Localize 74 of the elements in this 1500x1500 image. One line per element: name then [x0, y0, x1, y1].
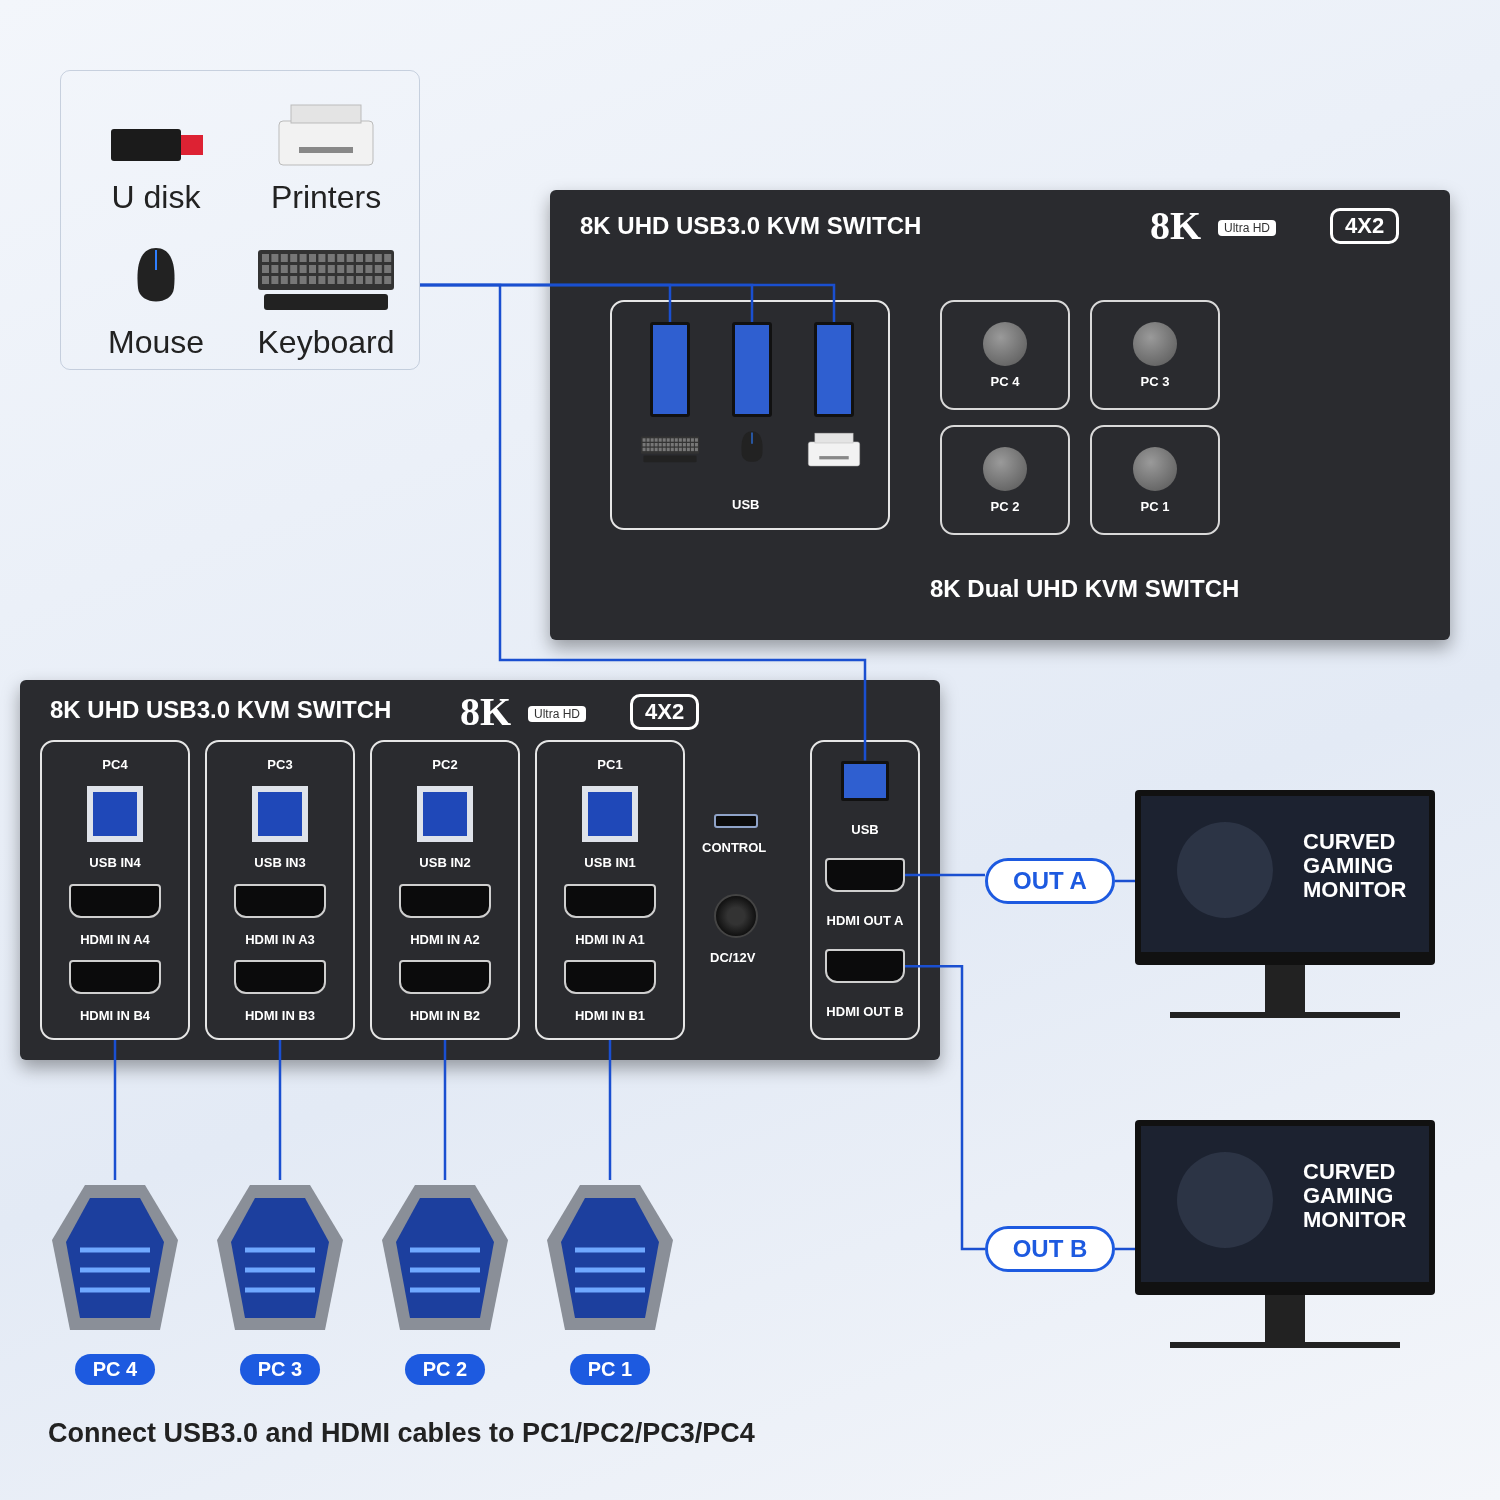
port-label: USB IN4: [89, 855, 141, 871]
hdmi-port: [825, 949, 905, 984]
usb-port: [841, 760, 889, 801]
usb-port: [732, 322, 772, 417]
port-label: USB: [851, 821, 879, 837]
device-label: U disk: [111, 179, 201, 216]
pc-label-badge: PC 2: [404, 1354, 486, 1385]
port-label: HDMI IN B2: [409, 1008, 481, 1024]
port-label: USB IN2: [419, 855, 471, 871]
product-title: 8K Dual UHD KVM SWITCH: [930, 575, 1240, 603]
device-label: Keyboard: [257, 324, 395, 361]
resolution-mark: 8K: [460, 688, 512, 735]
hdmi-port: [825, 857, 905, 892]
product-title: 8K UHD USB3.0 KVM SWITCH: [580, 212, 922, 240]
port-label: HDMI OUT B: [826, 1004, 904, 1020]
pc-label-badge: PC 3: [239, 1354, 321, 1385]
pc-label-badge: PC 4: [74, 1354, 156, 1385]
resolution-tag: Ultra HD: [528, 706, 586, 722]
switch-housing: [550, 190, 1450, 640]
cable-line: [905, 964, 985, 1251]
output-badge: OUT B: [985, 1226, 1115, 1272]
port-label: PC3: [267, 756, 293, 772]
port-label: HDMI IN A3: [245, 931, 315, 947]
pc-label-badge: PC 1: [569, 1354, 651, 1385]
port-label: HDMI IN B3: [244, 1008, 316, 1024]
model-badge: 4X2: [1330, 208, 1400, 244]
caption: Connect USB3.0 and HDMI cables to PC1/PC2/PC3/PC4: [48, 1418, 755, 1449]
port-label: HDMI OUT A: [826, 913, 904, 929]
port-label: HDMI IN A1: [575, 931, 645, 947]
port-label: PC1: [597, 756, 623, 772]
model-badge: 4X2: [630, 694, 700, 730]
port-group-panel: [535, 740, 685, 1040]
resolution-mark: 8K: [1150, 202, 1202, 249]
port-label: HDMI IN B1: [574, 1008, 646, 1024]
button-frame: [940, 425, 1070, 535]
button-label: PC 4: [990, 373, 1020, 389]
device-group-box: [60, 70, 420, 370]
button-label: PC 1: [1140, 498, 1170, 514]
usb-port: [650, 322, 690, 417]
port-label: PC2: [432, 756, 458, 772]
product-title: 8K UHD USB3.0 KVM SWITCH: [50, 696, 392, 724]
port-group-panel: [370, 740, 520, 1040]
port-label: HDMI IN A2: [410, 931, 480, 947]
port-label: CONTROL: [702, 840, 767, 855]
port-label: USB: [732, 497, 760, 512]
device-label: Printers: [270, 179, 382, 216]
button-label: PC 3: [1140, 373, 1170, 389]
port-group-panel: [205, 740, 355, 1040]
port-group-panel: [810, 740, 920, 1040]
resolution-tag: Ultra HD: [1218, 220, 1276, 236]
usb-port: [814, 322, 854, 417]
switch-housing: [20, 680, 940, 1060]
port-label: USB IN1: [584, 855, 636, 871]
port-label: HDMI IN A4: [80, 931, 150, 947]
port-label: PC4: [102, 756, 128, 772]
cable-line: [443, 1040, 447, 1180]
port-group-panel: [40, 740, 190, 1040]
cable-line: [278, 1040, 282, 1180]
port-label: USB IN3: [254, 855, 306, 871]
cable-line: [1115, 879, 1135, 883]
cable-line: [608, 1040, 612, 1180]
port-label: HDMI IN B4: [79, 1008, 151, 1024]
cable-line: [905, 873, 985, 877]
button-frame: [940, 300, 1070, 410]
port-label: DC/12V: [710, 950, 756, 965]
output-badge: OUT A: [985, 858, 1115, 904]
cable-line: [1115, 1247, 1135, 1251]
button-frame: [1090, 425, 1220, 535]
cable-line: [113, 1040, 117, 1180]
device-label: Mouse: [107, 324, 204, 361]
port-panel: [610, 300, 890, 530]
cable-line: [420, 283, 867, 761]
button-label: PC 2: [990, 498, 1020, 514]
button-frame: [1090, 300, 1220, 410]
